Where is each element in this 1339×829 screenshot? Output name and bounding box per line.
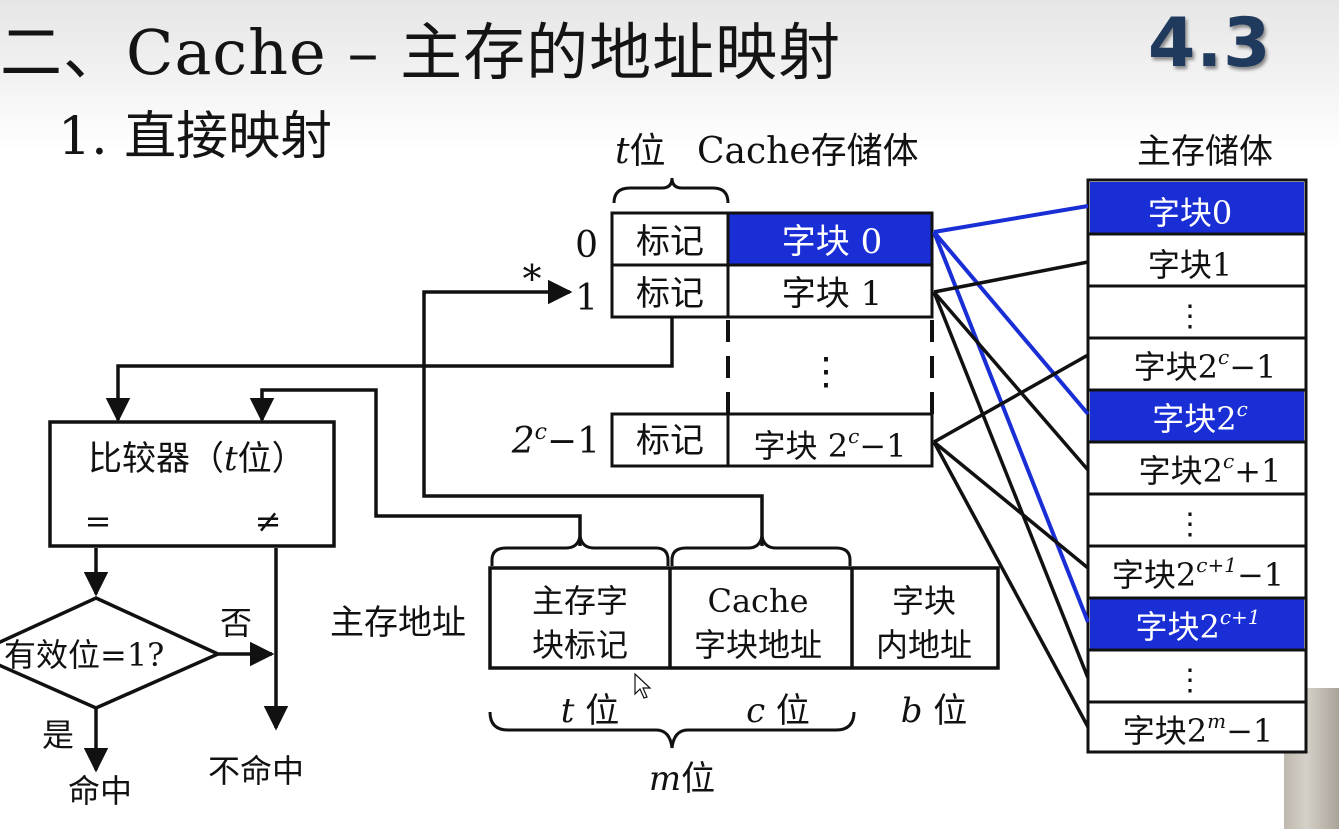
- cache-tag-brace: [612, 177, 730, 204]
- mapping-lines-black: [932, 260, 1090, 728]
- cache-title: Cache存储体: [697, 131, 919, 172]
- cache-row-index: 0: [575, 225, 598, 266]
- mouse-cursor-icon: [634, 672, 652, 699]
- cache-block-cell: 字块 0: [782, 222, 882, 262]
- cache-tag-cell: 标记: [636, 421, 704, 461]
- block-field-brace: [670, 535, 852, 566]
- main-block: 字块2m−1: [1123, 709, 1274, 750]
- mapping-lines-blue: [932, 204, 1090, 623]
- cache-row-index: 1: [575, 278, 598, 319]
- hit-label: 命中: [68, 772, 132, 810]
- tag-field-brace: [490, 535, 670, 566]
- main-block: 字块2c: [1152, 397, 1248, 438]
- total-bits-label: m位: [649, 759, 715, 799]
- comparator-label: 比较器（t位）: [88, 439, 306, 479]
- address-format: 主存字 块标记 Cache 字块地址 字块 内地址: [488, 566, 1000, 670]
- cache-tag-cell: 标记: [636, 222, 704, 262]
- main-block-ellipsis: ⋮: [1175, 507, 1205, 542]
- block-address-to-cache-arrow: [422, 279, 764, 546]
- tag-to-comparator-arrow: [105, 318, 674, 423]
- cache-block-cell: 字块 1: [782, 274, 882, 314]
- total-bits-brace: [488, 711, 856, 749]
- address-field-block: 字块地址: [694, 626, 822, 664]
- main-block: 字块0: [1148, 194, 1232, 232]
- header-background: [0, 0, 1339, 150]
- miss-label: 不命中: [208, 752, 304, 790]
- address-field-tag: 主存字: [532, 582, 628, 620]
- cache-row-1: 1 标记 字块 1: [575, 263, 934, 319]
- cache-row-last: 2c−1 标记 字块 2c−1: [511, 412, 934, 468]
- slide-subtitle: 1. 直接映射: [58, 107, 333, 167]
- slide-title: 二、Cache – 主存的地址映射: [0, 16, 842, 89]
- yes-label: 是: [42, 716, 74, 754]
- main-block: 字块2c+1: [1139, 449, 1282, 490]
- comparator-box: [48, 420, 336, 548]
- main-block-ellipsis: ⋮: [1175, 299, 1205, 334]
- comparator-not-equal: ≠: [255, 502, 282, 540]
- address-tag-to-comparator-arrow: [249, 388, 582, 546]
- no-label: 否: [220, 604, 252, 642]
- address-label: 主存地址: [330, 603, 466, 643]
- comparator-equal: =: [85, 502, 112, 540]
- cache-row-index: 2c−1: [511, 420, 600, 462]
- address-field-block: Cache: [707, 582, 808, 620]
- offset-bits-label: b 位: [901, 691, 968, 731]
- address-field-offset: 字块: [892, 582, 956, 620]
- selected-row-pointer: *: [523, 257, 542, 301]
- main-block: 字块2c+1−1: [1112, 553, 1284, 594]
- address-field-tag: 块标记: [532, 626, 628, 664]
- cache-tag-cell: 标记: [636, 274, 704, 314]
- main-memory-title: 主存储体: [1137, 132, 1273, 172]
- main-memory-block-list: 字块0 字块1 ⋮ 字块2c−1 字块2c 字块2c+1 ⋮ 字块2c+1−1 …: [1086, 178, 1308, 754]
- main-block-ellipsis: ⋮: [1175, 663, 1205, 698]
- main-block: 字块2c+1: [1135, 605, 1260, 646]
- cache-ellipsis: ⋮: [807, 349, 845, 393]
- address-field-offset: 内地址: [876, 626, 972, 664]
- decision-label: 有效位=1?: [4, 636, 164, 674]
- main-block: 字块2c−1: [1134, 345, 1277, 386]
- section-number: 4.3: [1148, 4, 1272, 83]
- cache-tag-width-label: t位: [615, 131, 665, 172]
- block-bits-label: c 位: [746, 691, 810, 731]
- cache-row-0: 0 标记 字块 0: [575, 211, 934, 267]
- cache-block-cell: 字块 2c−1: [754, 424, 907, 465]
- main-block: 字块1: [1148, 246, 1232, 284]
- tag-bits-label: t 位: [561, 691, 619, 731]
